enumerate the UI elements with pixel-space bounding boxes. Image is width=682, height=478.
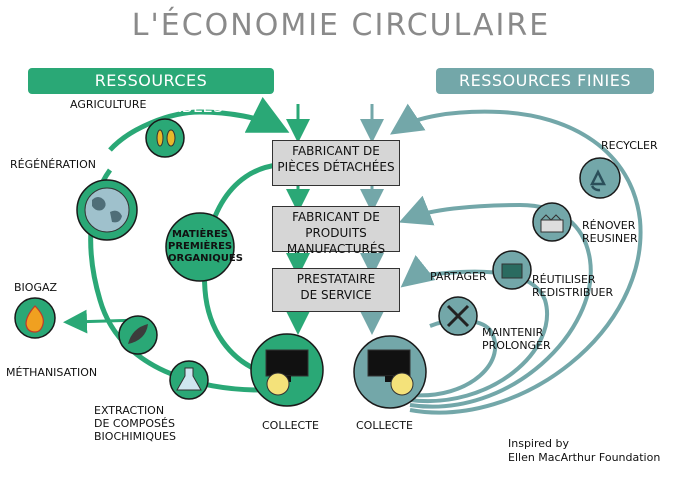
box-product-maker-line1: FABRICANT DE PRODUITS — [292, 210, 380, 240]
label-methanisation: MÉTHANISATION — [6, 366, 98, 379]
label-collect-left: COLLECTE — [262, 419, 319, 432]
credit-line1: Inspired by — [508, 437, 570, 450]
label-raw-materials-line3: ORGANIQUES — [168, 253, 243, 264]
label-extraction-line1: EXTRACTION — [94, 404, 165, 417]
label-raw-materials-line1: MATIÈRES — [171, 229, 229, 240]
label-extraction: EXTRACTION DE COMPOSÉS BIOCHIMIQUES — [94, 404, 176, 443]
box-parts-maker: FABRICANT DE PIÈCES DÉTACHÉES — [272, 140, 400, 186]
label-maintain: MAINTENIR PROLONGER — [482, 326, 551, 352]
credit: Inspired by Ellen MacArthur Foundation — [508, 437, 660, 465]
banner-renewable: RESSOURCES RENOUVELABLES — [28, 68, 274, 116]
box-service-provider-line2: DE SERVICE — [300, 288, 372, 302]
factory-icon — [540, 214, 564, 233]
box-service-provider: PRESTATAIRE DE SERVICE — [272, 268, 400, 312]
label-reuse-line1: RÉUTILISER — [532, 273, 596, 286]
label-raw-materials: MATIÈRES PREMIÈRES ORGANIQUES — [168, 229, 243, 265]
tools-icon — [446, 304, 470, 328]
label-renovate-line1: RÉNOVER — [582, 219, 636, 232]
box-product-maker: FABRICANT DE PRODUITS MANUFACTURÉS — [272, 206, 400, 256]
label-maintain-line1: MAINTENIR — [482, 326, 544, 339]
label-biogaz: BIOGAZ — [14, 281, 58, 294]
page-title: L'ÉCONOMIE CIRCULAIRE — [131, 8, 551, 43]
box-service-provider-line1: PRESTATAIRE — [296, 272, 376, 286]
flame-icon — [25, 305, 44, 333]
label-recycle: RECYCLER — [601, 139, 658, 152]
banner-finite: RESSOURCES FINIES — [436, 68, 654, 94]
label-regeneration: RÉGÉNÉRATION — [10, 158, 96, 171]
globe-icon — [84, 187, 130, 233]
label-maintain-line2: PROLONGER — [482, 339, 551, 352]
label-share: PARTAGER — [430, 270, 487, 283]
label-raw-materials-line2: PREMIÈRES — [168, 241, 233, 252]
wheat-icon — [156, 129, 176, 147]
box-icon — [501, 263, 523, 279]
box-parts-maker-line2: PIÈCES DÉTACHÉES — [277, 160, 395, 174]
credit-line2: Ellen MacArthur Foundation — [508, 451, 661, 464]
monitor-icon — [265, 349, 414, 396]
label-reuse: RÉUTILISER REDISTRIBUER — [532, 273, 613, 299]
label-collect-right: COLLECTE — [356, 419, 413, 432]
label-reuse-line2: REDISTRIBUER — [532, 286, 614, 299]
label-extraction-line2: DE COMPOSÉS — [94, 417, 175, 430]
label-agriculture: AGRICULTURE — [70, 98, 147, 111]
box-parts-maker-line1: FABRICANT DE — [292, 144, 380, 158]
flask-icon — [176, 367, 202, 391]
teal-cycles — [390, 103, 643, 415]
label-renovate-line2: REUSINER — [582, 232, 638, 245]
leaf-icon — [128, 324, 148, 344]
label-renovate: RÉNOVER REUSINER — [582, 219, 638, 245]
box-product-maker-line2: MANUFACTURÉS — [286, 242, 386, 256]
label-extraction-line3: BIOCHIMIQUES — [94, 430, 177, 443]
recycle-icon — [589, 169, 607, 192]
